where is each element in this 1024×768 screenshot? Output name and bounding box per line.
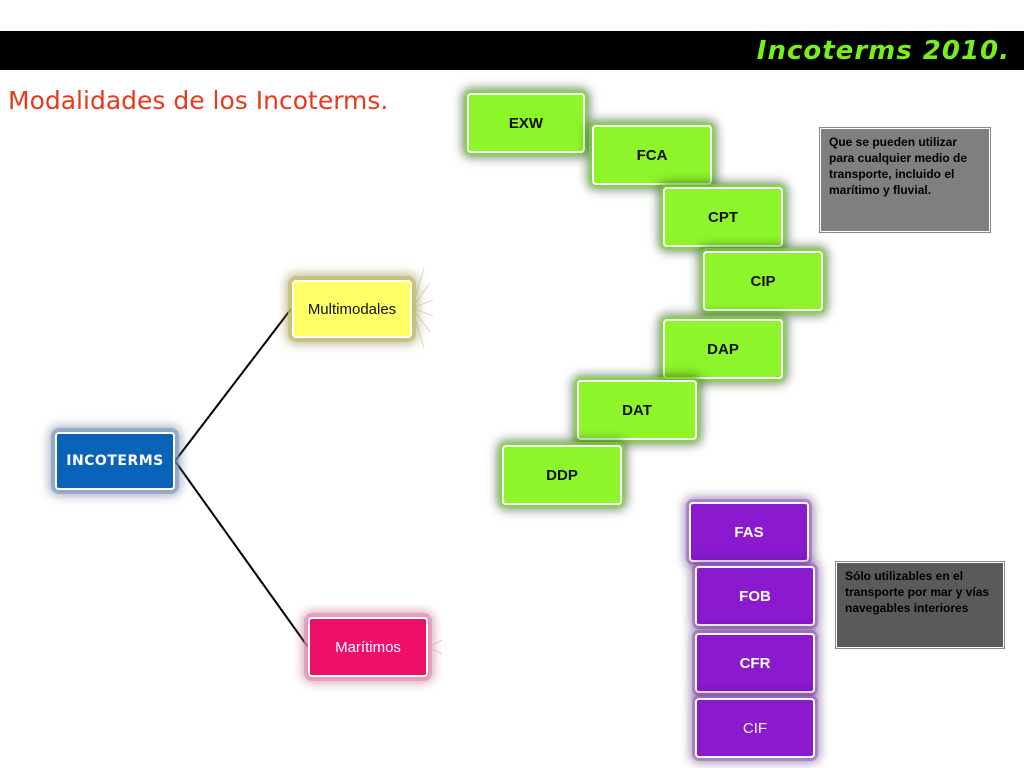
- term-cif[interactable]: CIF: [695, 698, 815, 758]
- term-dap-label: DAP: [707, 340, 739, 358]
- term-exw-label: EXW: [508, 114, 544, 132]
- node-maritimos[interactable]: Marítimos: [308, 617, 428, 677]
- node-multimodales[interactable]: Multimodales: [292, 280, 412, 338]
- term-fas-label: FAS: [734, 523, 764, 541]
- term-cip[interactable]: CIP: [703, 251, 823, 311]
- connector-root-maritimos: [174, 460, 309, 648]
- connector-root-multimodales: [174, 308, 292, 462]
- term-fca[interactable]: FCA: [592, 125, 712, 185]
- fan-lines-maritimos: [427, 639, 443, 655]
- term-cfr-label: CFR: [739, 654, 771, 672]
- term-fca-label: FCA: [636, 146, 668, 164]
- term-ddp[interactable]: DDP: [502, 445, 622, 505]
- node-incoterms-root[interactable]: INCOTERMS: [55, 432, 175, 490]
- term-fob-label: FOB: [739, 587, 771, 605]
- note-multimodal: Que se pueden utilizar para cualquier me…: [820, 128, 990, 232]
- node-maritimos-label: Marítimos: [335, 638, 401, 656]
- term-cpt-label: CPT: [708, 208, 738, 226]
- note-maritime: Sólo utilizables en el transporte por ma…: [836, 562, 1004, 648]
- term-cpt[interactable]: CPT: [663, 187, 783, 247]
- header-title: Incoterms 2010.: [756, 36, 1010, 66]
- slide-subtitle: Modalidades de los Incoterms.: [8, 86, 389, 115]
- node-incoterms-root-label: INCOTERMS: [66, 453, 164, 469]
- node-multimodales-label: Multimodales: [307, 300, 397, 318]
- term-exw[interactable]: EXW: [467, 93, 585, 153]
- term-dat[interactable]: DAT: [577, 380, 697, 440]
- fan-lines-multimodales: [411, 267, 434, 349]
- term-fas[interactable]: FAS: [689, 502, 809, 562]
- term-fob[interactable]: FOB: [695, 566, 815, 626]
- term-dat-label: DAT: [622, 401, 652, 419]
- term-cif-label: CIF: [742, 719, 768, 737]
- term-cip-label: CIP: [750, 272, 776, 290]
- term-ddp-label: DDP: [546, 466, 578, 484]
- header-bar: Incoterms 2010.: [0, 31, 1024, 70]
- term-dap[interactable]: DAP: [663, 319, 783, 379]
- term-cfr[interactable]: CFR: [695, 633, 815, 693]
